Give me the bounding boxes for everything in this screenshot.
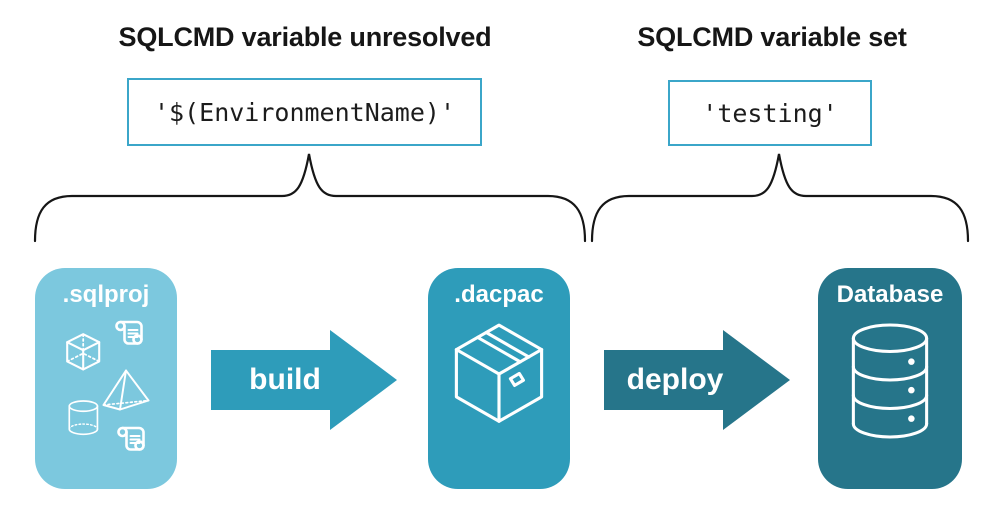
scroll-icon	[117, 426, 145, 451]
scroll-icon	[115, 320, 143, 345]
node-dacpac: .dacpac	[428, 268, 570, 489]
cube-icon	[66, 333, 101, 371]
node-sqlproj-label: .sqlproj	[62, 281, 150, 308]
node-sqlproj: .sqlproj	[35, 268, 177, 489]
node-dacpac-label: .dacpac	[454, 281, 544, 308]
pyramid-icon	[102, 369, 150, 411]
code-value-unresolved: '$(EnvironmentName)'	[153, 97, 456, 127]
build-arrow	[211, 330, 397, 430]
build-arrow-label: build	[249, 363, 321, 396]
deploy-arrow-shape	[604, 330, 790, 430]
deploy-arrow-label: deploy	[626, 363, 724, 396]
code-box-set: 'testing'	[668, 80, 872, 146]
code-box-unresolved: '$(EnvironmentName)'	[127, 78, 482, 146]
package-icon	[454, 323, 544, 423]
database-cylinder-icon	[851, 323, 929, 439]
sql-objects-icon	[66, 320, 150, 451]
cylinder-icon	[68, 400, 99, 436]
node-database: Database	[818, 268, 962, 489]
brace-right-icon	[590, 153, 970, 243]
build-arrow-shape	[211, 330, 397, 430]
deploy-arrow	[604, 330, 790, 430]
heading-set: SQLCMD variable set	[637, 22, 907, 52]
brace-left-icon	[33, 153, 587, 243]
code-value-set: 'testing'	[702, 98, 838, 128]
heading-unresolved: SQLCMD variable unresolved	[118, 22, 492, 52]
node-database-label: Database	[836, 281, 944, 308]
